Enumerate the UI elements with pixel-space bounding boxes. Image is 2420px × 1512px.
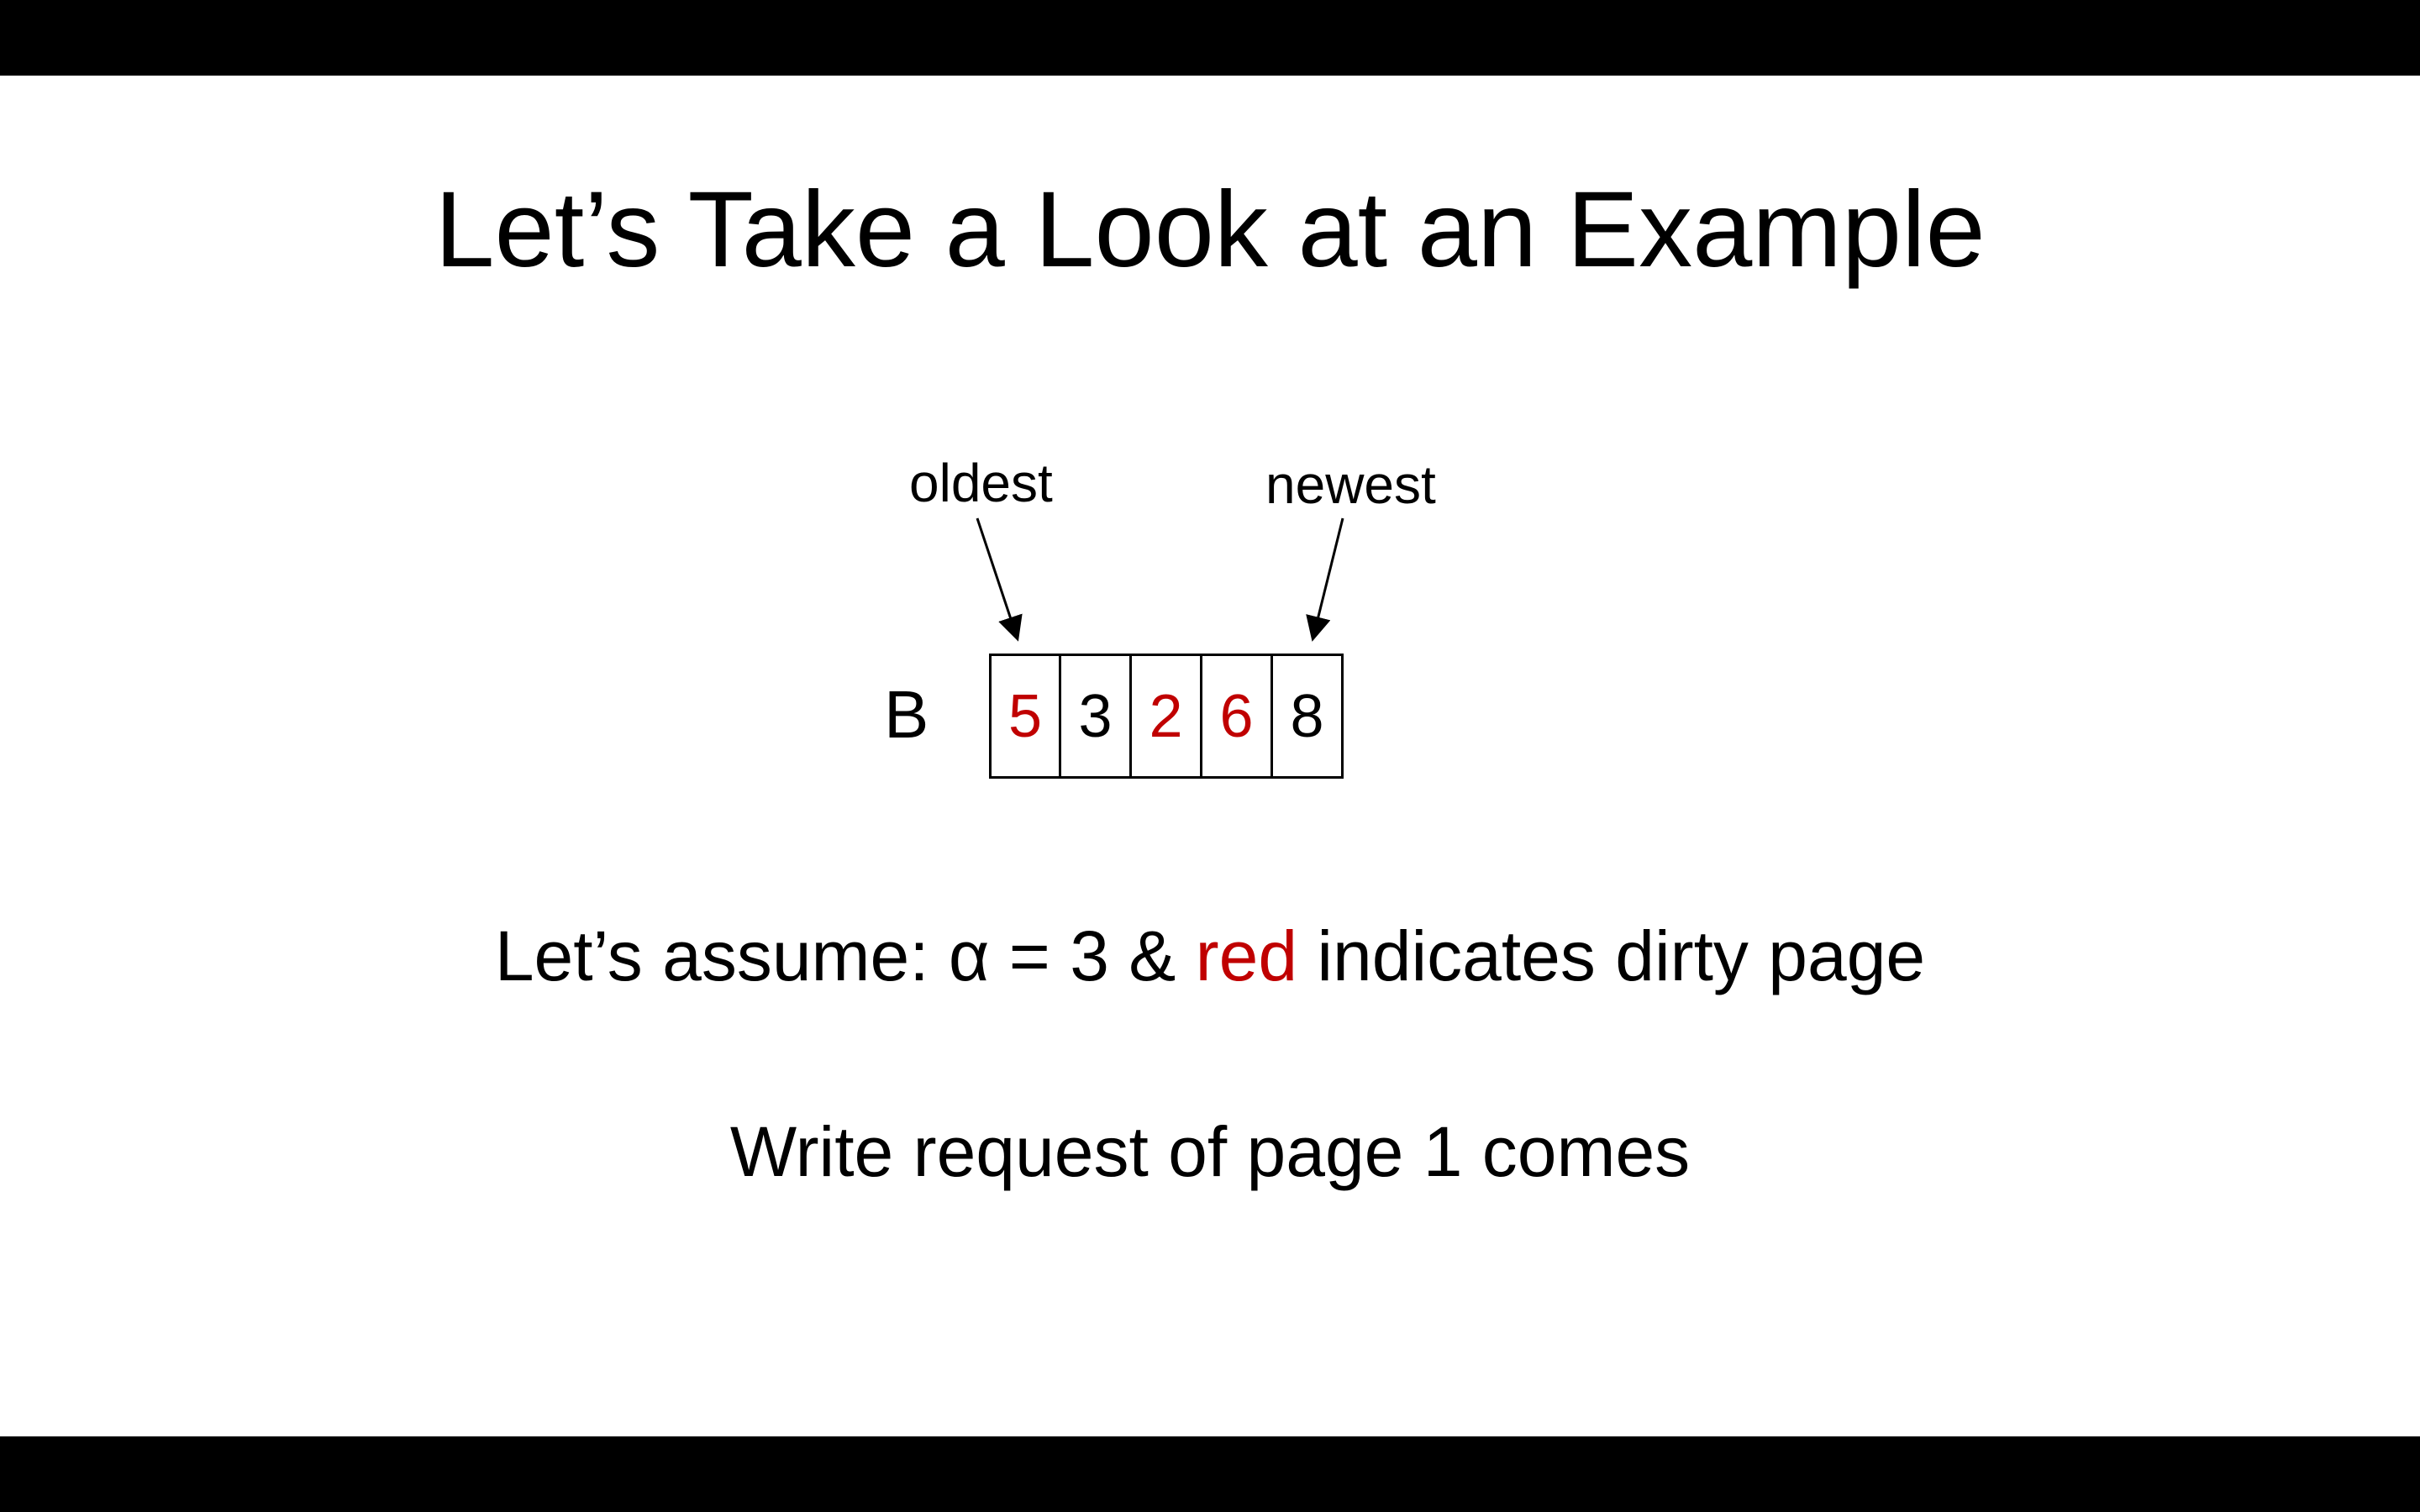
letterbox-top xyxy=(0,0,2420,76)
newest-arrow xyxy=(1306,517,1344,642)
assumption-equals: = 3 & xyxy=(989,916,1196,995)
oldest-arrow xyxy=(976,517,1023,642)
buffer-cell: 6 xyxy=(1200,656,1270,776)
buffer-cell: 3 xyxy=(1059,656,1129,776)
oldest-label: oldest xyxy=(909,453,1053,513)
assumption-text: Let’s assume: α = 3 & red indicates dirt… xyxy=(0,916,2420,997)
buffer-cell: 2 xyxy=(1129,656,1200,776)
assumption-prefix: Let’s assume: xyxy=(494,916,949,995)
buffer: 5 3 2 6 8 xyxy=(989,654,1344,779)
request-text: Write request of page 1 comes xyxy=(729,1112,1691,1191)
buffer-label: B xyxy=(884,677,929,752)
slide: Let’s Take a Look at an Example oldest n… xyxy=(0,76,2420,1436)
buffer-cell: 8 xyxy=(1270,656,1341,776)
assumption-suffix: indicates dirty page xyxy=(1297,916,1926,995)
red-word: red xyxy=(1195,916,1298,995)
newest-label: newest xyxy=(1265,454,1436,515)
buffer-cell: 5 xyxy=(1007,682,1043,750)
alpha-symbol: α xyxy=(948,916,990,995)
slide-title: Let’s Take a Look at an Example xyxy=(434,170,1986,290)
letterbox-bottom xyxy=(0,1436,2420,1512)
